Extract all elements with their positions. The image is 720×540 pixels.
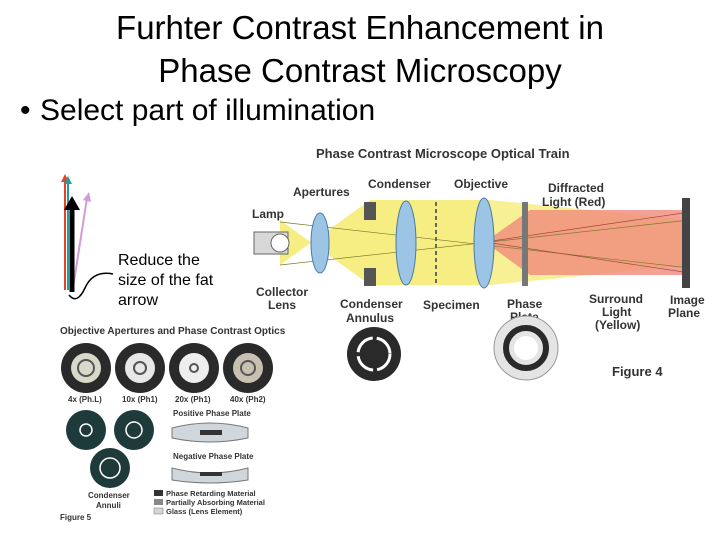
- note-line-2: size of the fat: [118, 272, 214, 289]
- label-collector-1: Collector: [256, 285, 308, 299]
- image-plane-screen: [682, 198, 690, 288]
- aperture-10x-ring: [133, 361, 147, 375]
- condenser-annulus-ph3-ring: [99, 457, 121, 479]
- label-figure-5: Figure 5: [60, 513, 92, 522]
- aperture-20x-ring: [189, 363, 199, 373]
- aperture-block-top: [364, 202, 376, 220]
- label-condenser: Condenser: [368, 177, 431, 191]
- condenser-annulus-ph2: [114, 410, 154, 450]
- pointer-curve: [68, 272, 114, 300]
- aperture-20x-inner: [179, 353, 209, 383]
- label-20x: 20x (Ph1): [175, 395, 211, 404]
- label-10x: 10x (Ph1): [122, 395, 158, 404]
- slide-title: Furhter Contrast Enhancement in Phase Co…: [0, 6, 720, 92]
- aperture-10x-inner: [125, 353, 155, 383]
- aperture-block-bottom: [364, 268, 376, 286]
- ray-line-3: [484, 211, 691, 243]
- pink-arrow-head: [83, 192, 91, 202]
- collector-lens: [310, 212, 330, 274]
- condenser-lens: [395, 200, 417, 286]
- bullet-text: Select part of illumination: [40, 94, 376, 127]
- note-line-3: arrow: [118, 292, 159, 309]
- label-surround-1: Surround: [589, 292, 643, 306]
- label-4x: 4x (Ph.L): [68, 395, 102, 404]
- ray-line-4: [484, 241, 691, 274]
- phase-plate-center: [514, 336, 538, 360]
- illumination-arrows-diagram: [61, 174, 114, 300]
- train-title: Phase Contrast Microscope Optical Train: [316, 146, 570, 161]
- label-lamp: Lamp: [252, 207, 284, 221]
- aperture-4x-inner: [71, 353, 101, 383]
- fat-black-arrow-head: [64, 196, 80, 210]
- label-image-2: Plane: [668, 306, 700, 320]
- label-apertures: Apertures: [293, 185, 350, 199]
- label-condenser-annuli-1: Condenser: [88, 491, 130, 500]
- negative-plate-retarding: [200, 472, 222, 476]
- yellow-light-cone: [280, 200, 490, 285]
- red-light-cone: [485, 210, 690, 275]
- condenser-annulus-ring: [356, 336, 392, 372]
- aperture-40x-inner: [233, 353, 263, 383]
- bullet-item: • Select part of illumination: [20, 94, 375, 128]
- legend-swatch-retarding: [154, 490, 163, 496]
- legend-retarding: Phase Retarding Material: [166, 489, 256, 498]
- objective-apertures-figure: Objective Apertures and Phase Contrast O…: [60, 326, 286, 522]
- condenser-annulus-ph1: [66, 410, 106, 450]
- label-specimen: Specimen: [423, 298, 480, 312]
- pink-arrow-shaft: [72, 197, 88, 289]
- condenser-annulus-ph3: [90, 448, 130, 488]
- note-line-1: Reduce the: [118, 252, 200, 269]
- label-40x: 40x (Ph2): [230, 395, 266, 404]
- aperture-40x-ring: [240, 360, 256, 376]
- title-line-2: Phase Contrast Microscopy: [158, 52, 562, 89]
- label-surround-3: (Yellow): [595, 318, 640, 332]
- label-diffracted-2: Light (Red): [542, 195, 605, 209]
- label-positive-plate: Positive Phase Plate: [173, 409, 251, 418]
- aperture-4x-ring: [77, 359, 95, 377]
- label-condenser-annuli-2: Annuli: [96, 501, 121, 510]
- title-line-1: Furhter Contrast Enhancement in: [116, 9, 604, 46]
- legend-swatch-absorbing: [154, 499, 163, 505]
- condenser-annulus-ph2-ring: [125, 421, 143, 439]
- condenser-annulus-ph1-ring: [79, 423, 93, 437]
- label-figure-4: Figure 4: [612, 364, 663, 379]
- label-phase-1: Phase: [507, 297, 543, 311]
- objective-lens: [473, 197, 495, 289]
- phase-plate-element: [522, 202, 528, 286]
- optical-train-figure: Phase Contrast Microscope Optical Train …: [252, 146, 705, 381]
- label-surround-2: Light: [602, 305, 631, 319]
- positive-plate-retarding: [200, 430, 222, 435]
- label-condenser-annulus-1: Condenser: [340, 297, 403, 311]
- label-condenser-annulus-2: Annulus: [346, 311, 394, 325]
- lamp-bulb-icon: [270, 233, 290, 253]
- label-image-1: Image: [670, 293, 705, 307]
- phase-plate-ring: [503, 325, 549, 371]
- legend-swatch-glass: [153, 507, 164, 515]
- bullet-dot-icon: •: [20, 94, 31, 127]
- legend-glass: Glass (Lens Element): [166, 507, 243, 516]
- teal-arrow-head: [64, 176, 72, 184]
- label-diffracted-1: Diffracted: [548, 181, 604, 195]
- annotation-note: Reduce the size of the fat arrow: [118, 251, 213, 311]
- label-objective: Objective: [454, 177, 508, 191]
- condenser-annulus-center: [364, 344, 384, 364]
- label-negative-plate: Negative Phase Plate: [173, 452, 254, 461]
- label-collector-2: Lens: [268, 298, 296, 312]
- optics-title: Objective Apertures and Phase Contrast O…: [60, 326, 286, 337]
- legend-absorbing: Partially Absorbing Material: [166, 498, 265, 507]
